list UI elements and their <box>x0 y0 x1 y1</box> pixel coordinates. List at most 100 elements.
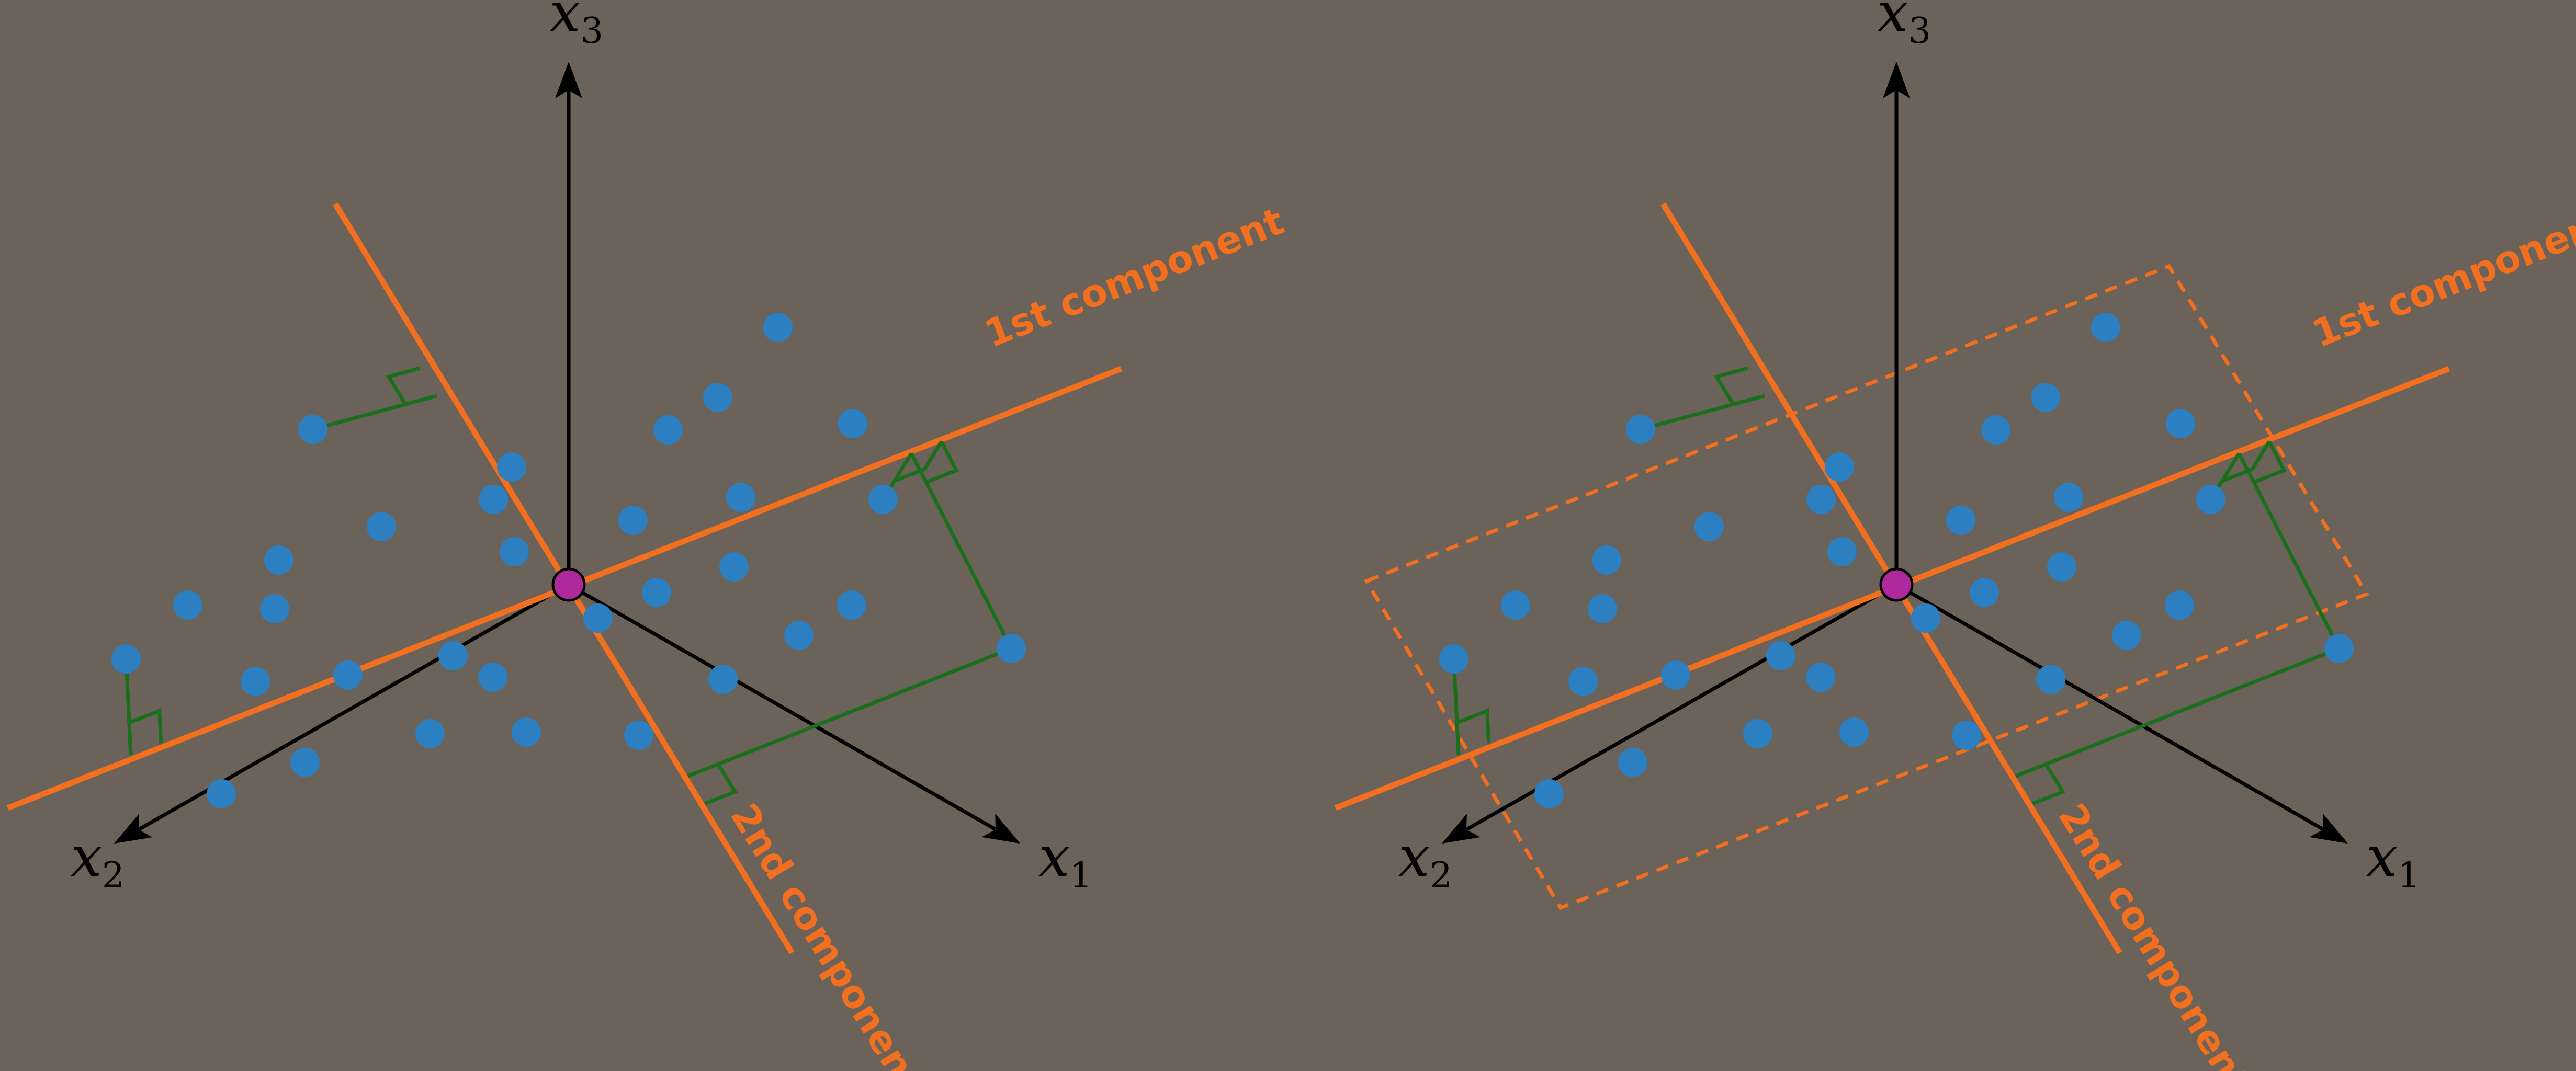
data-point <box>290 748 320 777</box>
data-point <box>2112 621 2141 650</box>
projection-bottom-left-segment <box>1452 658 1461 756</box>
projection-bottom-left-right-angle <box>1456 708 1491 744</box>
data-point <box>1827 537 1857 566</box>
data-point <box>1743 719 1772 748</box>
axis-label-x3-subscript: 3 <box>581 10 603 52</box>
data-point <box>497 452 526 482</box>
projection-top-right-a-right-angle <box>2221 440 2271 483</box>
data-point <box>763 313 793 342</box>
data-point <box>1825 452 1854 482</box>
data-point <box>838 409 867 438</box>
data-point <box>1694 512 1724 541</box>
projection-top-left-right-angle <box>386 366 421 405</box>
projection-bottom-left-right-angle <box>128 708 163 744</box>
axis-label-x1-subscript: 1 <box>1070 855 1092 896</box>
projection-top-right-b-segment <box>2237 452 2341 650</box>
projection-bottom-right-segment <box>687 646 1012 778</box>
axis-x2-arrowhead <box>114 813 153 844</box>
projection-top-left-right-angle <box>1713 366 1748 405</box>
projection-top-right-b-right-angle <box>925 440 959 484</box>
data-point <box>2091 313 2120 342</box>
data-point <box>1839 717 1869 747</box>
data-point <box>173 590 202 620</box>
projection-bottom-right-right-angle <box>2031 763 2066 806</box>
data-point <box>1618 748 1647 777</box>
data-point <box>2196 485 2225 514</box>
data-point <box>500 537 529 566</box>
origin-marker <box>1879 567 1914 602</box>
data-point <box>624 721 653 750</box>
data-point <box>479 485 508 514</box>
data-point <box>583 603 613 633</box>
data-point <box>1981 415 2010 445</box>
origin-marker <box>551 567 586 602</box>
axis-x3-arrowhead <box>1883 62 1910 98</box>
data-point <box>111 644 141 674</box>
data-point <box>719 552 749 582</box>
data-point <box>478 663 507 692</box>
axis-x1-line <box>1895 583 2324 831</box>
axis-x1-line <box>568 583 997 831</box>
projection-top-right-b-right-angle <box>2253 440 2287 484</box>
axis-x3-arrowhead <box>555 62 582 98</box>
data-point <box>207 779 236 808</box>
data-point <box>1626 415 1655 444</box>
data-point <box>2036 665 2065 694</box>
data-point <box>2165 590 2194 620</box>
data-point <box>1661 660 1690 690</box>
data-point <box>837 590 866 620</box>
data-point <box>1501 590 1530 620</box>
data-point <box>1952 721 1981 750</box>
projection-bottom-right-segment <box>2015 646 2340 778</box>
data-point <box>1806 485 1836 514</box>
data-point <box>298 415 327 444</box>
principal-plane-outline <box>1363 264 2370 910</box>
data-point <box>1946 506 1975 535</box>
data-point <box>2031 383 2060 412</box>
projection-top-right-b-segment <box>909 452 1013 650</box>
axis-label-x1-subscript: 1 <box>2398 855 2420 896</box>
axis-label-x2-subscript: 2 <box>102 855 125 896</box>
data-point <box>1592 545 1621 575</box>
projection-top-left-segment <box>1640 394 1765 431</box>
projection-bottom-left-segment <box>124 658 133 756</box>
projection-bottom-right-right-angle <box>704 763 738 806</box>
data-point <box>1439 644 1468 674</box>
data-point <box>512 717 541 747</box>
data-point <box>260 594 289 623</box>
data-point <box>1568 667 1598 696</box>
data-point <box>241 667 270 696</box>
axis-label-x2-subscript: 2 <box>1430 855 1452 896</box>
projection-top-right-a-right-angle <box>894 440 943 483</box>
data-point <box>726 483 755 512</box>
data-point <box>2054 483 2083 512</box>
data-point <box>438 641 468 670</box>
axis-label-x1: x1 <box>1038 825 1092 896</box>
data-point <box>784 621 814 650</box>
data-point <box>415 719 445 748</box>
axis-label-x3: x3 <box>1877 0 1931 52</box>
data-point <box>2166 409 2195 438</box>
data-point <box>708 665 738 694</box>
axis-label-x3-subscript: 3 <box>1908 10 1931 52</box>
axis-x2-arrowhead <box>1442 813 1481 844</box>
data-point <box>1588 594 1617 623</box>
data-point <box>367 512 396 541</box>
projection-top-left-segment <box>312 394 437 431</box>
data-point <box>2324 634 2354 663</box>
axis-x1-arrowhead <box>981 813 1020 844</box>
data-point <box>2047 552 2076 582</box>
data-point <box>618 506 648 535</box>
data-point <box>653 415 683 445</box>
data-point <box>264 545 293 575</box>
data-point <box>868 485 898 514</box>
data-point <box>333 660 363 690</box>
data-point <box>1806 663 1835 692</box>
data-point <box>1534 779 1564 808</box>
data-point <box>997 634 1026 663</box>
axis-x1-arrowhead <box>2309 813 2348 844</box>
data-point <box>1911 603 1940 633</box>
data-point <box>1766 641 1795 670</box>
